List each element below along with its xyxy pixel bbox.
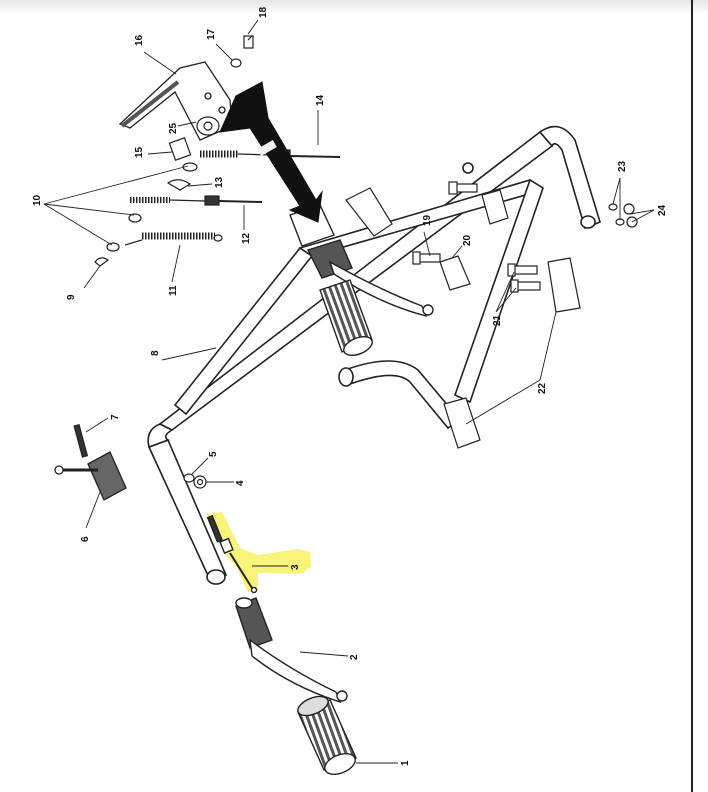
callout-3: 3: [290, 564, 301, 570]
part-7-cable-end: [73, 423, 89, 458]
callout-1: 1: [400, 760, 411, 766]
part-3-cable: [206, 514, 258, 594]
callout-25: 25: [168, 122, 179, 134]
highlight-part-3: [206, 512, 311, 592]
callout-20: 20: [462, 234, 473, 246]
callout-14: 14: [315, 94, 326, 106]
part-12-spring-cable: [130, 195, 263, 206]
part-23-washers: [608, 203, 625, 226]
callout-8: 8: [150, 350, 161, 356]
callout-4: 4: [235, 480, 246, 486]
callout-21: 21: [492, 314, 503, 326]
callout-10: 10: [32, 194, 43, 206]
part-24-nuts: [623, 203, 638, 228]
part-2-brake-lever: [235, 597, 348, 704]
part-9-pin: [94, 257, 110, 267]
part-5-washer: [183, 473, 195, 483]
callout-18: 18: [258, 6, 269, 18]
callout-11: 11: [168, 285, 179, 296]
part-4-nut: [193, 475, 207, 489]
callout-23: 23: [617, 160, 628, 172]
part-21-bolts: [507, 263, 541, 293]
part-15-bolt: [168, 137, 192, 161]
callout-5: 5: [208, 451, 219, 457]
callout-17: 17: [206, 28, 217, 40]
part-22-clamp-blocks: [443, 257, 581, 449]
leader-lines: [43, 19, 655, 764]
callout-13: 13: [214, 176, 225, 188]
part-18-bolt: [243, 35, 254, 49]
part-19-bolt: [448, 181, 478, 195]
callout-2: 2: [349, 654, 360, 660]
part-20-clamps: [412, 189, 509, 291]
callout-19: 19: [422, 214, 433, 226]
part-25-spacer: [196, 116, 220, 136]
part-1-grip: [297, 695, 357, 775]
frame-border: [691, 0, 693, 792]
top-bar: [0, 0, 708, 14]
callout-labels: 1 2 3 4 5 6 7 8 9 10 11 12 13 14 15 16 1…: [32, 6, 668, 766]
part-10-washers: [106, 162, 198, 252]
part-11-spring: [124, 232, 223, 246]
part-13-clip: [166, 179, 192, 191]
upper-clamp-bracket: [345, 187, 393, 237]
callout-12: 12: [241, 232, 252, 244]
callout-22: 22: [537, 382, 548, 394]
callout-9: 9: [66, 294, 77, 300]
part-17-washer: [230, 58, 242, 68]
callout-24: 24: [657, 204, 668, 216]
upper-lever-assembly: [289, 204, 434, 357]
callout-6: 6: [80, 536, 91, 542]
part-6-bracket: [54, 451, 127, 501]
callout-15: 15: [134, 146, 145, 158]
pointer-arrow: [219, 81, 323, 223]
callout-7: 7: [110, 414, 121, 420]
callout-16: 16: [134, 34, 145, 46]
